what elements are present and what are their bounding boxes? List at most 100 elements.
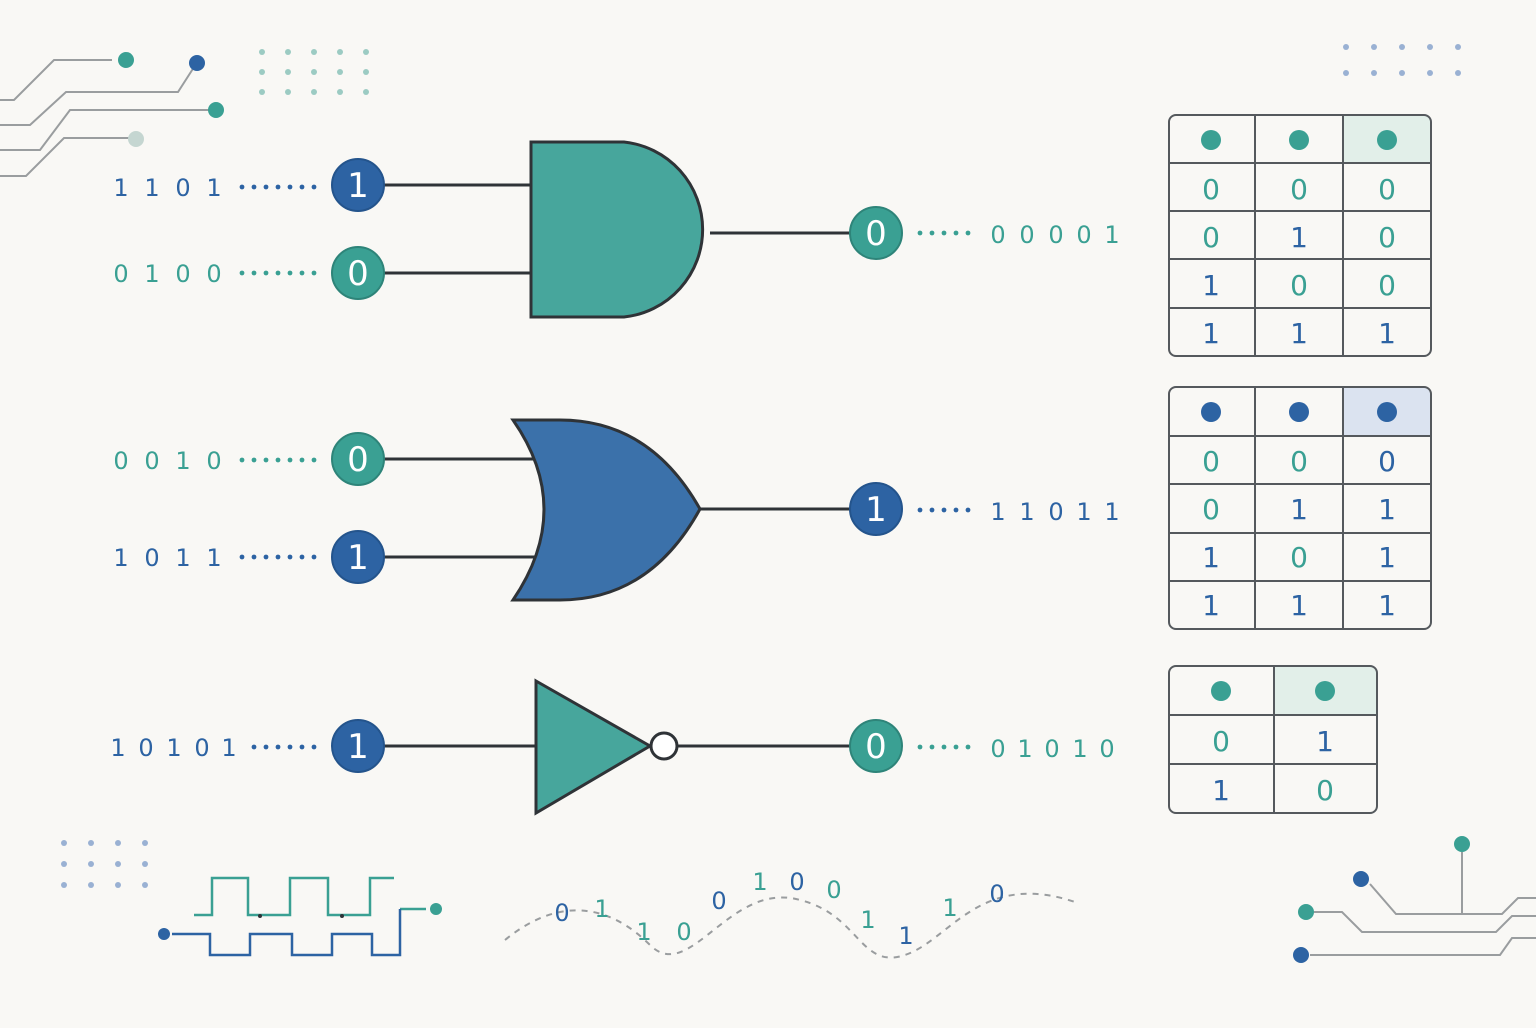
table-cell: 0 (1212, 725, 1230, 758)
decor-dot (115, 882, 121, 888)
decor-dot (363, 69, 369, 75)
stream-bit: 0 (113, 260, 128, 288)
decor-dot (311, 49, 317, 55)
decor-dot (1399, 70, 1405, 76)
dashed-wave (504, 892, 1076, 959)
decor-dot (337, 89, 343, 95)
decor-dot (259, 69, 265, 75)
stream-bit: 0 (1048, 221, 1063, 249)
decor-dot (1371, 70, 1377, 76)
stream-bit: 0 (1048, 498, 1063, 526)
stream-bit: 0 (1044, 735, 1059, 763)
circuit-node (1353, 871, 1369, 887)
scattered-bit: 0 (676, 918, 691, 946)
wires (384, 183, 852, 275)
table-cell: 1 (1290, 493, 1308, 526)
scattered-bit: 1 (594, 895, 609, 923)
table-cell: 0 (1378, 221, 1396, 254)
stream-bit: 0 (1099, 735, 1114, 763)
input-bit: 0 (347, 254, 369, 294)
decor-dot (337, 69, 343, 75)
table-cell: 0 (1202, 493, 1220, 526)
stream-bit: 1 (113, 544, 128, 572)
decor-dot (142, 861, 148, 867)
decor-dot (337, 49, 343, 55)
table-cell: 1 (1378, 317, 1396, 350)
dot-grid-top-right (1343, 44, 1461, 76)
dotted-lead (239, 270, 317, 276)
scattered-bit: 1 (942, 894, 957, 922)
dotted-lead (251, 744, 317, 750)
scattered-bit: 0 (554, 899, 569, 927)
table-cell: 0 (1290, 269, 1308, 302)
header-dot (1377, 402, 1397, 422)
decor-dot (88, 882, 94, 888)
dotted-lead (239, 457, 317, 463)
decor-dot (1427, 70, 1433, 76)
scattered-bit: 1 (898, 922, 913, 950)
table-cell: 1 (1202, 269, 1220, 302)
stream-bit: 0 (206, 260, 221, 288)
input-node: 1 (331, 719, 385, 773)
table-cell: 0 (1378, 445, 1396, 478)
stream-bit: 1 (113, 174, 128, 202)
output-bit-stream: 0 1 0 1 0 (990, 735, 1114, 763)
input-node: 1 (331, 158, 385, 212)
stream-bit: 1 (1104, 221, 1119, 249)
table-cell: 0 (1290, 445, 1308, 478)
stream-bit: 1 (144, 260, 159, 288)
header-dot (1201, 402, 1221, 422)
inverter-bubble (649, 731, 679, 761)
decor-dot (115, 840, 121, 846)
stream-bit: 1 (175, 544, 190, 572)
output-bit: 1 (865, 490, 887, 530)
truth-table-not: 0 1 1 0 (1168, 665, 1378, 814)
scattered-bit: 1 (860, 906, 875, 934)
input-bit-stream: 0 1 0 0 (113, 260, 221, 288)
table-grid (1169, 387, 1431, 629)
decor-dot (61, 882, 67, 888)
output-bit-stream: 0 0 0 0 1 (990, 221, 1119, 249)
table-cell: 0 (1202, 221, 1220, 254)
input-bit-stream: 1 0 1 0 1 (110, 734, 236, 762)
stream-bit: 1 (990, 498, 1005, 526)
wires (384, 457, 852, 559)
dotted-lead (917, 507, 971, 513)
decor-dot (61, 861, 67, 867)
output-node: 0 (849, 719, 903, 773)
table-cell: 1 (1290, 589, 1308, 622)
output-bit-stream: 1 1 0 1 1 (990, 498, 1119, 526)
scattered-bit: 0 (989, 880, 1004, 908)
table-cell: 0 (1316, 774, 1334, 807)
stream-bit: 1 (1104, 498, 1119, 526)
decor-dot (1455, 70, 1461, 76)
input-node: 0 (331, 432, 385, 486)
table-cell: 1 (1290, 317, 1308, 350)
input-bit-stream: 1 0 1 1 (113, 544, 221, 572)
stream-bit: 1 (206, 544, 221, 572)
table-border (1168, 386, 1432, 630)
stream-bit: 0 (144, 447, 159, 475)
decor-dot (1455, 44, 1461, 50)
table-cell: 1 (1378, 589, 1396, 622)
input-bit-stream: 0 0 1 0 (113, 447, 221, 475)
header-dot (1289, 402, 1309, 422)
stream-bit: 0 (138, 734, 153, 762)
input-bit: 1 (347, 727, 369, 767)
output-node: 0 (849, 206, 903, 260)
dotted-lead (917, 230, 971, 236)
decor-dot (311, 89, 317, 95)
scattered-bit: 1 (752, 868, 767, 896)
stream-bit: 1 (110, 734, 125, 762)
stream-bit: 0 (206, 447, 221, 475)
stream-bit: 0 (1019, 221, 1034, 249)
decor-dot (285, 69, 291, 75)
input-bit: 1 (347, 538, 369, 578)
scattered-bit: 0 (711, 887, 726, 915)
or-gate-row: 0 0 1 0 1 0 1 1 1 1 0 1 1 0 1 1 (113, 418, 1120, 602)
scattered-bit: 0 (789, 868, 804, 896)
table-cell: 1 (1378, 541, 1396, 574)
header-dot (1201, 130, 1221, 150)
not-gate-symbol (534, 678, 653, 816)
